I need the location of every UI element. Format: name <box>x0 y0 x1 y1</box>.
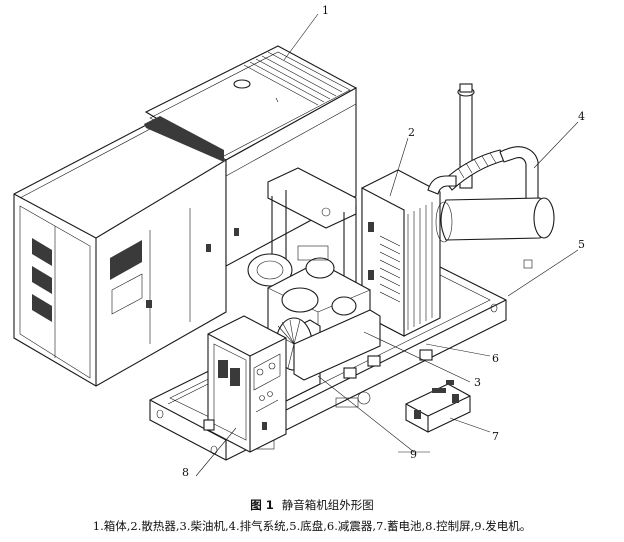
control-panel <box>207 315 287 453</box>
callout-5: 5 <box>578 238 585 251</box>
callout-6: 6 <box>492 352 499 365</box>
battery <box>405 380 471 433</box>
figure-number: 图 1 <box>250 498 274 512</box>
figure-title: 静音箱机组外形图 <box>281 498 374 512</box>
callout-1: 1 <box>322 4 329 17</box>
genset-diagram: 1 2 3 4 5 6 7 8 9 <box>13 4 585 479</box>
figure-caption-title: 图 1 静音箱机组外形图 <box>0 497 624 513</box>
callout-7: 7 <box>492 430 499 443</box>
exhaust-system <box>427 83 555 269</box>
anti-vibration-mounts <box>203 349 433 431</box>
enclosure <box>13 121 227 387</box>
radiator <box>361 169 441 337</box>
callout-4: 4 <box>578 110 585 123</box>
callout-3: 3 <box>474 376 481 389</box>
callout-8: 8 <box>182 466 189 479</box>
callout-9: 9 <box>410 448 417 461</box>
leader-lines <box>195 13 579 477</box>
figure-legend: 1.箱体,2.散热器,3.柴油机,4.排气系统,5.底盘,6.减震器,7.蓄电池… <box>92 519 532 533</box>
callout-2: 2 <box>408 126 415 139</box>
callout-labels: 1 2 3 4 5 6 7 8 9 <box>182 4 585 479</box>
